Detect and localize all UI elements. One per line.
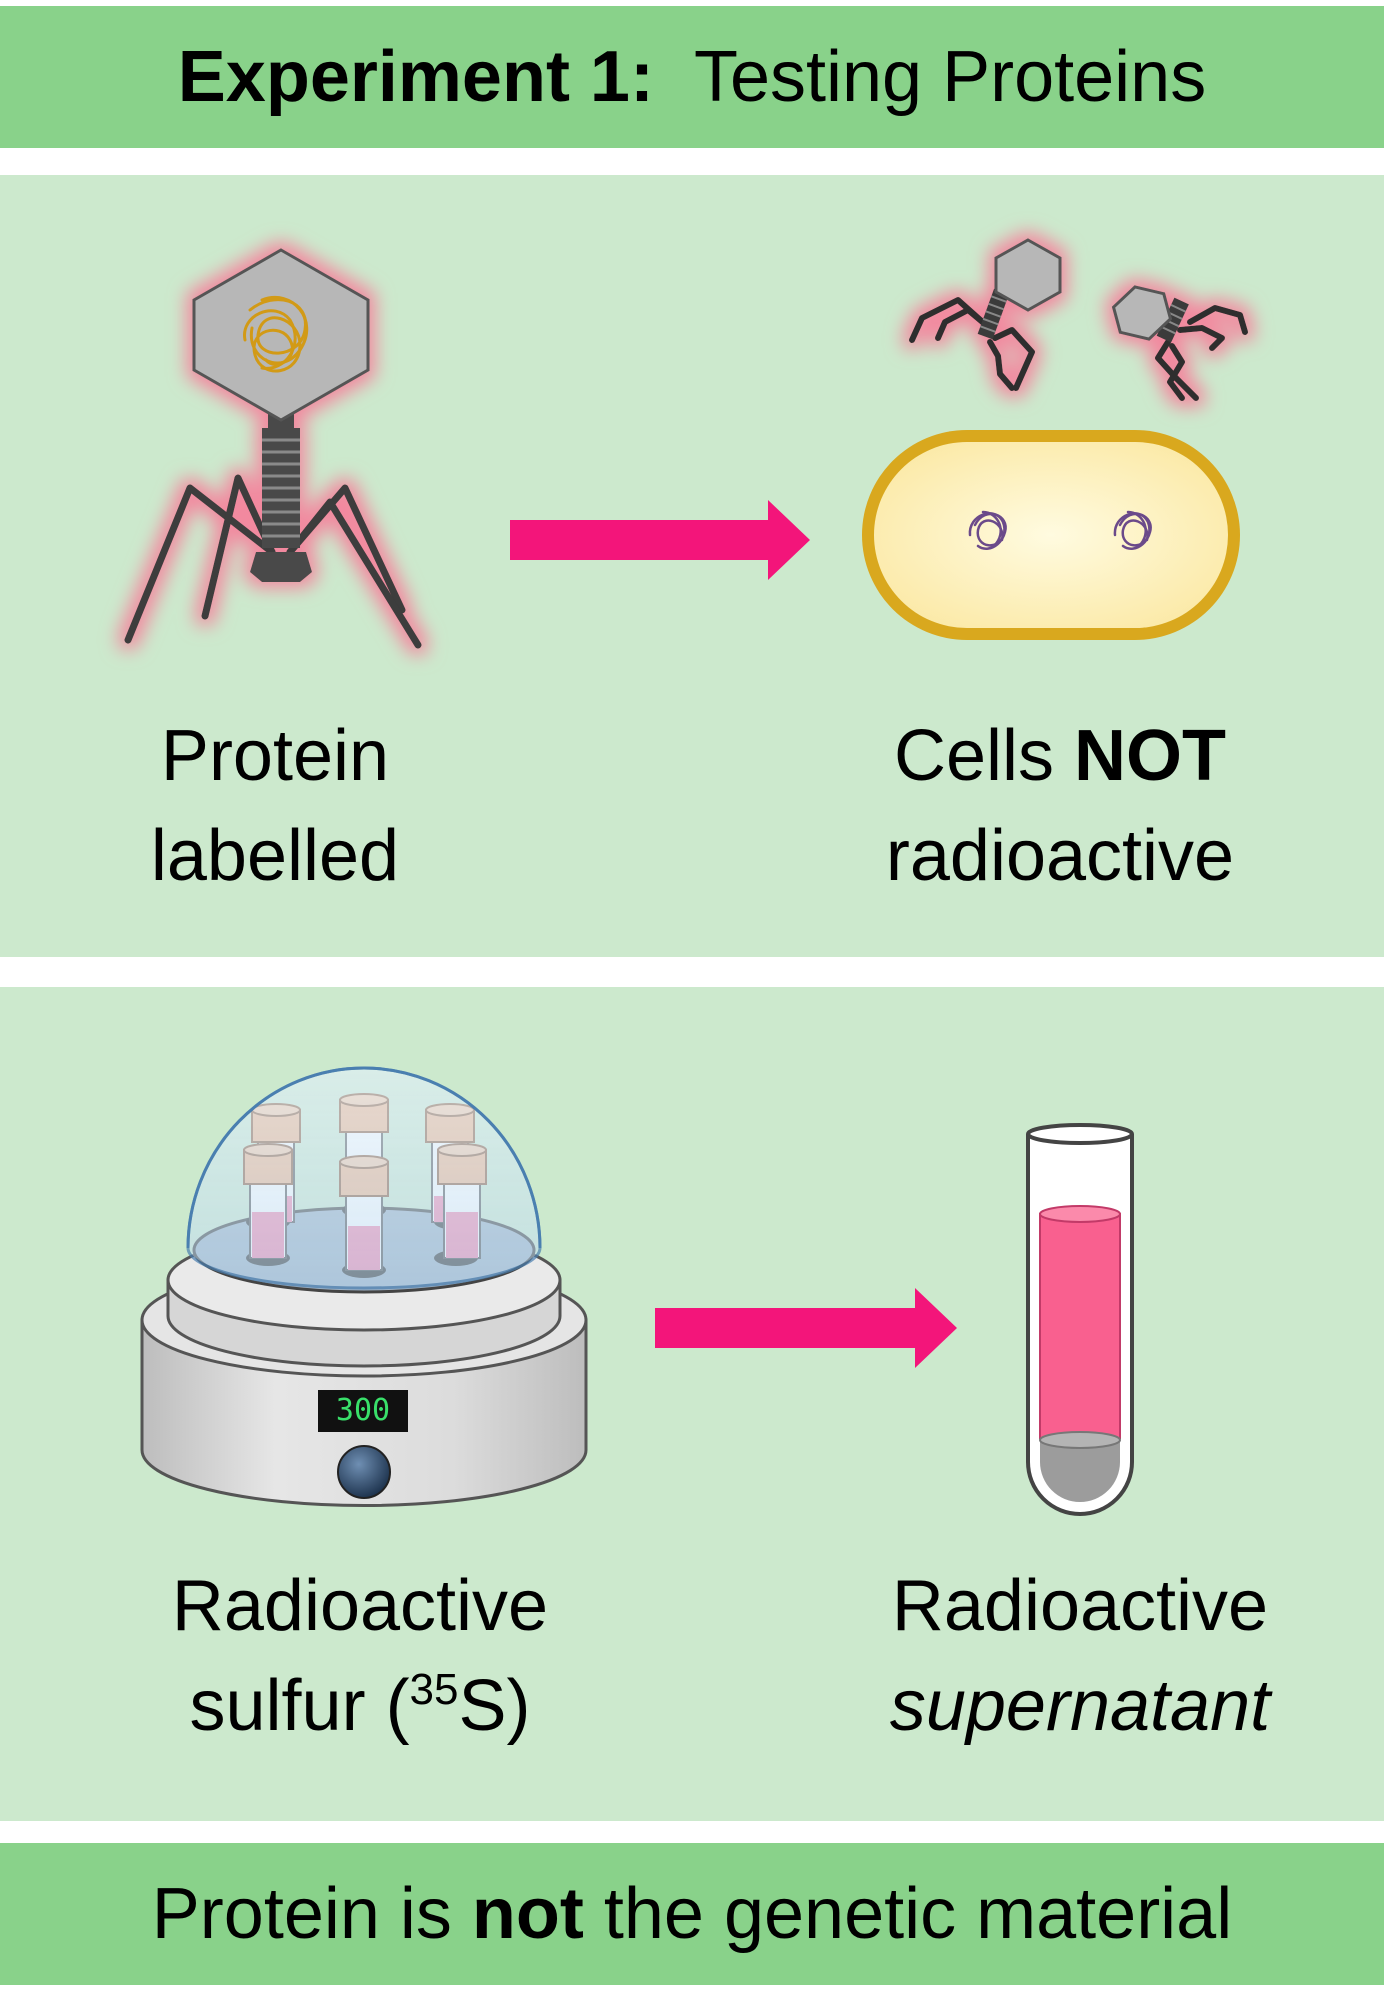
caption-protein-labelled: Protein labelled: [90, 706, 460, 906]
caption-sulfur-post: S): [458, 1666, 531, 1746]
conclusion-text: Protein is not the genetic material: [152, 1873, 1232, 1955]
centrifuge-icon: [140, 1066, 588, 1507]
labelled-phage-icon: [124, 248, 422, 649]
title-banner: Experiment 1: Testing Proteins: [0, 6, 1384, 148]
caption-supernatant-italic: supernatant: [889, 1666, 1271, 1746]
test-tube-icon: [1026, 1123, 1134, 1516]
conclusion-pre: Protein is: [151, 1874, 472, 1954]
caption-cells-pre: Cells: [893, 716, 1075, 796]
caption-protein-line1: Protein: [160, 716, 390, 796]
caption-sulfur-line2: sulfur (35S): [140, 1656, 580, 1756]
caption-sulfur-pre: sulfur (: [189, 1666, 410, 1746]
small-phage-right-icon: [1111, 285, 1248, 401]
bacterial-cell-icon: [862, 430, 1240, 640]
caption-protein-line2: labelled: [150, 816, 400, 896]
arrow-top-icon: [510, 500, 810, 580]
conclusion-bold: not: [471, 1874, 584, 1954]
caption-sulfur-isotope: 35: [409, 1665, 459, 1714]
centrifuge-display: 300: [335, 1393, 391, 1428]
arrow-bottom-icon: [655, 1288, 957, 1368]
caption-radioactive-supernatant: Radioactive supernatant: [860, 1556, 1300, 1756]
caption-cells-line2: radioactive: [885, 816, 1235, 896]
caption-cells-not-radioactive: Cells NOT radioactive: [830, 706, 1290, 906]
conclusion-post: the genetic material: [583, 1874, 1233, 1954]
title-text: Experiment 1: Testing Proteins: [178, 36, 1206, 118]
caption-radioactive-sulfur: Radioactive sulfur (35S): [140, 1556, 580, 1756]
title-bold: Experiment 1:: [177, 37, 654, 117]
caption-cells-not: NOT: [1074, 716, 1227, 796]
caption-sulfur-line1: Radioactive: [171, 1566, 549, 1646]
small-phage-left-icon: [909, 238, 1062, 391]
caption-supernatant-line2: supernatant: [860, 1656, 1300, 1756]
conclusion-banner: Protein is not the genetic material: [0, 1843, 1384, 1985]
title-rest: Testing Proteins: [693, 37, 1207, 117]
caption-cells-line1: Cells NOT: [830, 706, 1290, 806]
caption-supernatant-line1: Radioactive: [891, 1566, 1269, 1646]
